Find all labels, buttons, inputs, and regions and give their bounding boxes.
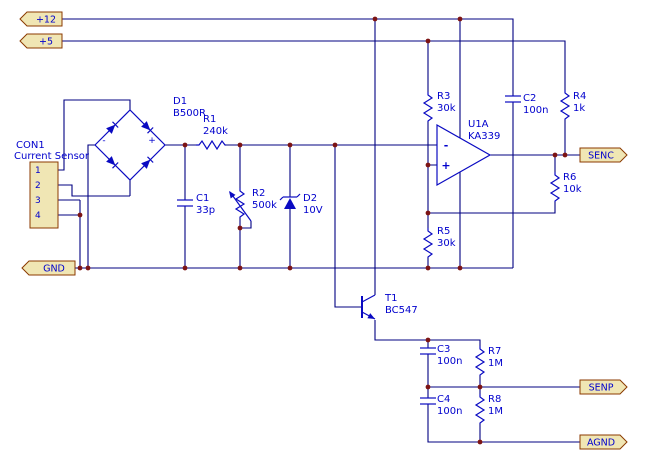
- t1-ref-label: T1: [384, 293, 397, 304]
- con1-pin1-number: 1: [35, 166, 41, 176]
- power-port-gnd[interactable]: GND: [21, 260, 76, 276]
- c1-ref-label: C1: [196, 193, 209, 204]
- power-port-plus5[interactable]: +5: [19, 33, 63, 49]
- wire-net-signal: [165, 144, 437, 308]
- r4-ref-label: R4: [573, 91, 586, 102]
- r1-value-label: 240k: [203, 126, 228, 137]
- r2-value-label: 500k: [252, 200, 277, 211]
- r1-ref-label: R1: [203, 114, 216, 125]
- comparator-u1a[interactable]: - + U1A KA339: [436, 119, 500, 187]
- zener-diode-d2[interactable]: D2 10V: [279, 193, 323, 216]
- capacitor-c2[interactable]: C2 100n: [504, 93, 548, 116]
- d2-ref-label: D2: [303, 193, 317, 204]
- port-senp[interactable]: SENP: [579, 379, 628, 395]
- d1-value-label: B500R: [173, 108, 206, 119]
- resistor-r1[interactable]: R1 240k: [195, 114, 228, 150]
- resistor-r6[interactable]: R6 10k: [550, 171, 582, 203]
- con1-pin4-number: 4: [35, 211, 41, 221]
- r3-value-label: 30k: [437, 103, 456, 114]
- resistor-r3[interactable]: R3 30k: [423, 91, 456, 123]
- wire-net-output: [490, 120, 580, 172]
- connector-con1[interactable]: CON1 Current Sensor 1 2 3 4: [14, 140, 90, 229]
- c3-ref-label: C3: [437, 344, 450, 355]
- wires: [58, 18, 580, 443]
- capacitor-c1[interactable]: C1 33p: [176, 193, 215, 216]
- wire-net-emitter: [374, 320, 481, 348]
- r8-ref-label: R8: [488, 394, 501, 405]
- c1-value-label: 33p: [196, 205, 215, 216]
- senp-label: SENP: [589, 383, 614, 394]
- power-port-plus12[interactable]: +12: [19, 11, 63, 27]
- u1a-inverting-input-mark: -: [444, 139, 449, 152]
- capacitor-c3[interactable]: C3 100n: [419, 344, 462, 367]
- potentiometer-r2[interactable]: R2 500k: [229, 187, 277, 222]
- r3-ref-label: R3: [437, 91, 450, 102]
- senc-label: SENC: [588, 151, 614, 162]
- d2-value-label: 10V: [303, 205, 323, 216]
- transistor-t1[interactable]: T1 BC547: [361, 293, 418, 320]
- c3-value-label: 100n: [437, 356, 462, 367]
- capacitor-c4[interactable]: C4 100n: [419, 394, 462, 417]
- con1-pin3-number: 3: [35, 196, 41, 206]
- gnd-label: GND: [43, 264, 65, 275]
- resistor-r5[interactable]: R5 30k: [423, 226, 456, 259]
- con1-desc-label: Current Sensor: [14, 151, 90, 162]
- u1a-ref-label: U1A: [468, 119, 489, 130]
- bridge-rectifier-d1[interactable]: - + D1 B500R: [94, 96, 206, 181]
- r7-value-label: 1M: [488, 358, 503, 369]
- r2-ref-label: R2: [252, 188, 265, 199]
- junction-dots: [77, 16, 568, 445]
- r6-value-label: 10k: [563, 184, 582, 195]
- port-agnd[interactable]: AGND: [579, 434, 628, 450]
- wire-net-connector: [58, 99, 131, 216]
- plus5-label: +5: [39, 37, 53, 48]
- d1-minus-mark: -: [102, 136, 105, 146]
- c4-ref-label: C4: [437, 394, 450, 405]
- wire-net-plus12: [62, 18, 514, 295]
- u1a-noninverting-input-mark: +: [441, 159, 450, 172]
- wire-net-agnd: [427, 404, 580, 443]
- con1-ref-label: CON1: [16, 140, 45, 151]
- r5-ref-label: R5: [437, 226, 450, 237]
- u1a-value-label: KA339: [468, 131, 500, 142]
- d1-ref-label: D1: [173, 96, 187, 107]
- c2-ref-label: C2: [523, 93, 536, 104]
- con1-pin2-number: 2: [35, 181, 41, 191]
- resistor-r8[interactable]: R8 1M: [475, 393, 503, 425]
- r8-value-label: 1M: [488, 406, 503, 417]
- r4-value-label: 1k: [573, 103, 585, 114]
- t1-value-label: BC547: [385, 305, 418, 316]
- wire-net-plus5: [62, 40, 566, 92]
- wire-net-gnd: [75, 102, 514, 269]
- r6-ref-label: R6: [563, 172, 576, 183]
- agnd-label: AGND: [587, 438, 615, 449]
- r7-ref-label: R7: [488, 346, 501, 357]
- resistor-r4[interactable]: R4 1k: [560, 89, 586, 121]
- port-senc[interactable]: SENC: [579, 147, 628, 163]
- r5-value-label: 30k: [437, 238, 456, 249]
- plus12-label: +12: [36, 15, 56, 26]
- resistor-r7[interactable]: R7 1M: [475, 345, 503, 377]
- c4-value-label: 100n: [437, 406, 462, 417]
- d1-plus-mark: +: [148, 136, 156, 146]
- c2-value-label: 100n: [523, 105, 548, 116]
